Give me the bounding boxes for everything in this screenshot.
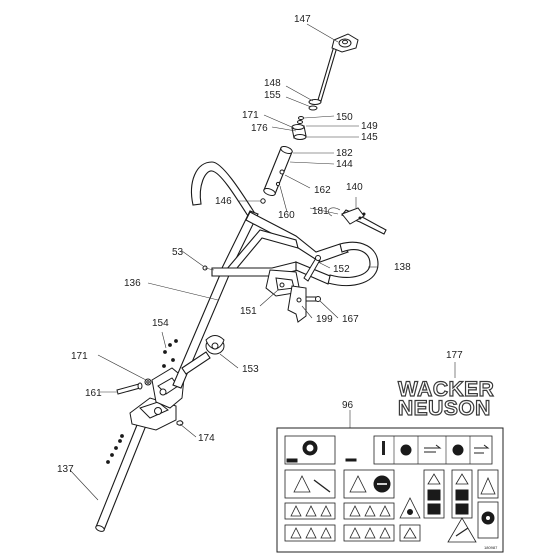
decal-row-3: [284, 497, 499, 539]
leader-lines: [69, 23, 456, 501]
joint-rivets: [162, 339, 178, 368]
lever-152: [303, 255, 321, 282]
upper-handle-tube: [172, 269, 231, 389]
decal-row-1: [284, 435, 493, 465]
label-96: 96: [342, 400, 354, 411]
label-146: 146: [215, 196, 232, 207]
label-161: 161: [85, 388, 102, 399]
label-137: 137: [57, 464, 74, 475]
column-shaft-147: [317, 33, 359, 102]
callout-labels: 147 148 155 150 171 176 149 145 182 144 …: [57, 14, 463, 475]
logo-line-2: NEUSON: [398, 397, 491, 420]
label-162: 162: [314, 185, 331, 196]
label-149: 149: [361, 121, 378, 132]
label-174: 174: [198, 433, 215, 444]
label-177: 177: [446, 350, 463, 361]
washers-148-155: [308, 99, 322, 111]
label-152: 152: [333, 264, 350, 275]
label-153: 153: [242, 364, 259, 375]
decal-sheet-part-code: 180987: [484, 545, 498, 550]
lower-folding-joint: [129, 367, 185, 431]
decal-sheet: 180987: [276, 427, 504, 553]
label-145: 145: [361, 132, 378, 143]
label-144: 144: [336, 159, 353, 170]
label-140: 140: [346, 182, 363, 193]
screw-167: [305, 296, 321, 302]
clip-174: [176, 420, 184, 426]
collar-parts: [291, 116, 307, 140]
label-182: 182: [336, 148, 353, 159]
label-53: 53: [172, 247, 184, 258]
wacker-neuson-logo: WACKER NEUSON: [397, 377, 494, 420]
label-138: 138: [394, 262, 411, 273]
screw-53: [202, 265, 215, 271]
throttle-cable-140: [328, 207, 387, 235]
decal-row-2: [284, 469, 499, 519]
label-151: 151: [240, 306, 257, 317]
lower-tube-rivets: [106, 434, 124, 464]
label-176: 176: [251, 123, 268, 134]
label-181: 181: [312, 206, 329, 217]
label-160: 160: [278, 210, 295, 221]
label-171-bottom: 171: [71, 351, 88, 362]
label-167: 167: [342, 314, 359, 325]
label-147: 147: [294, 14, 311, 25]
bolt-161: [116, 382, 143, 395]
label-150: 150: [336, 112, 353, 123]
shaft-tube-144: [263, 146, 293, 196]
plate-199: [287, 285, 307, 323]
label-136: 136: [124, 278, 141, 289]
label-148: 148: [264, 78, 281, 89]
label-199: 199: [316, 314, 333, 325]
knob-153: [181, 335, 225, 375]
label-155: 155: [264, 90, 281, 101]
logo-line-1: WACKER: [398, 378, 494, 401]
decal-row-4: [284, 517, 477, 543]
label-154: 154: [152, 318, 169, 329]
handlebar-138: [191, 161, 379, 287]
label-171-top: 171: [242, 110, 259, 121]
small-parts: [260, 169, 285, 204]
